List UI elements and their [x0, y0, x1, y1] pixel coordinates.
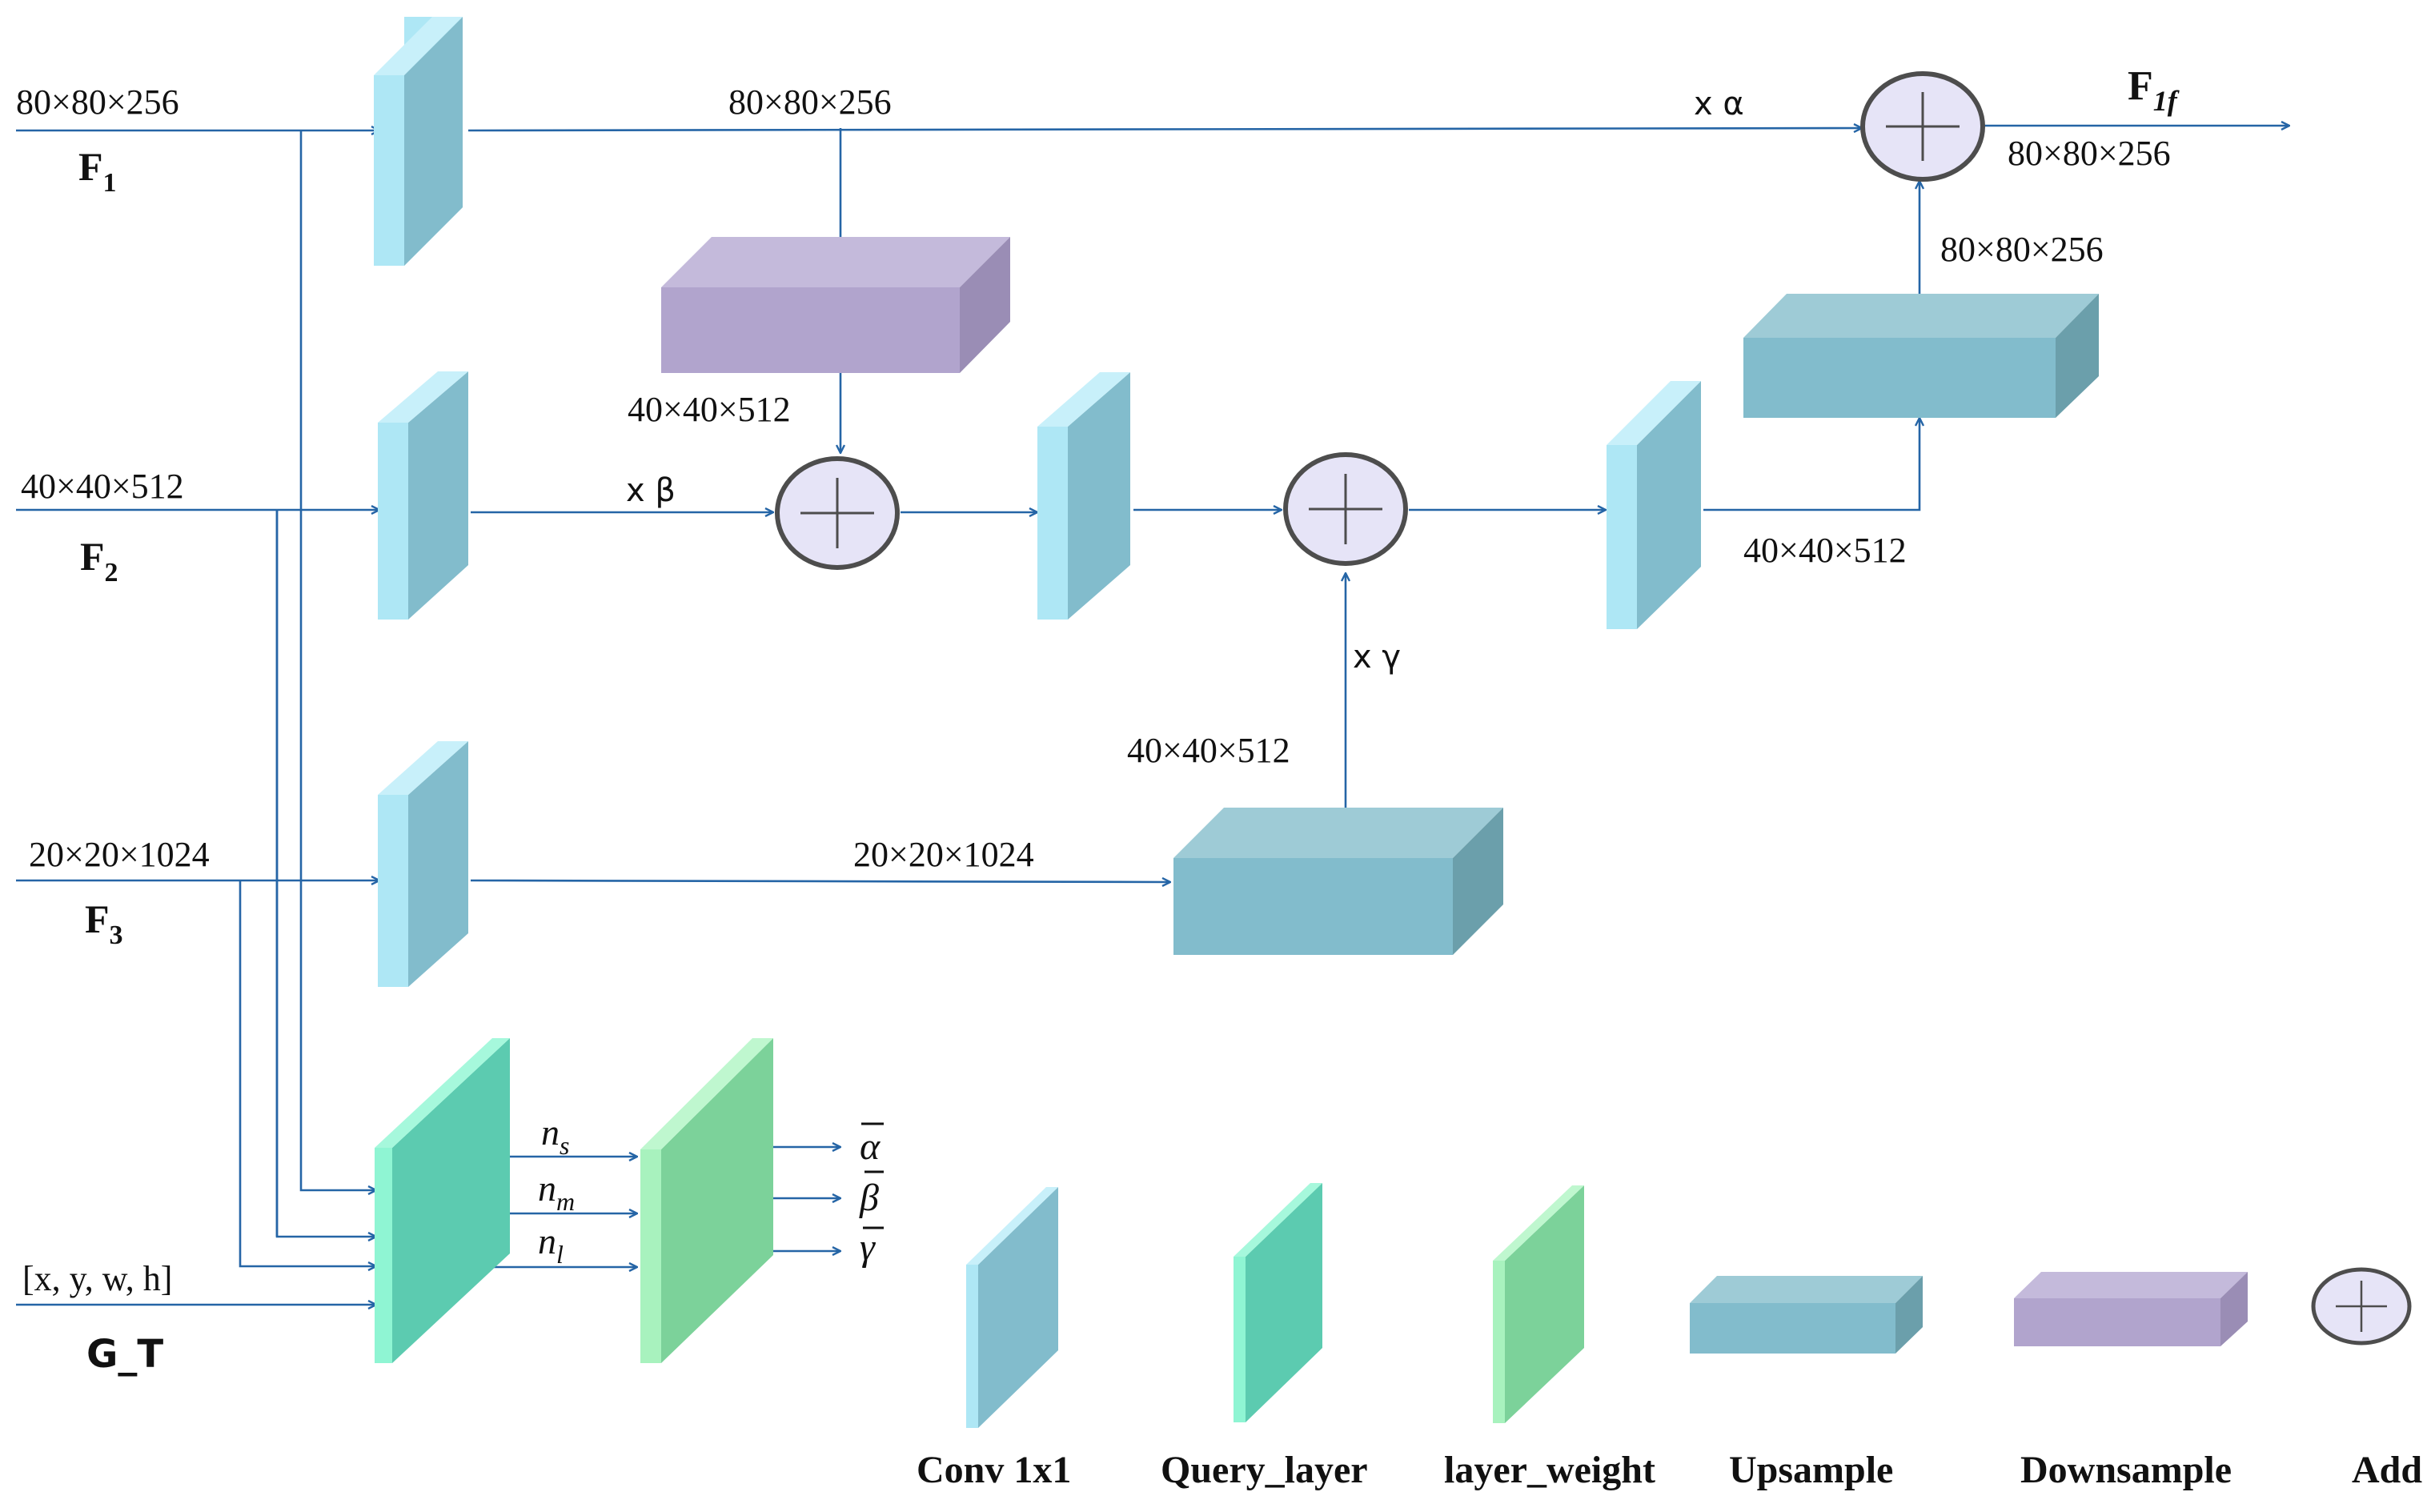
legend-downsample-label: Downsample [2020, 1449, 2232, 1491]
conv-top [378, 741, 468, 795]
f2-dims: 40×40×512 [21, 467, 184, 506]
arrow-f2-to-query [275, 510, 376, 1237]
conv-top [374, 17, 463, 75]
arrow-f3-to-upsample [470, 880, 1170, 882]
labels: 80×80×256 F1 40×40×512 F2 20×20×1024 F3 … [16, 63, 2180, 1377]
query-front [392, 1038, 510, 1363]
f2-label: F2 [80, 534, 118, 588]
legend-add-label: Add [2352, 1449, 2422, 1491]
up1-out-dims: 40×40×512 [1127, 731, 1290, 770]
legend-weight-icon [1493, 1185, 1584, 1423]
conv-top [1037, 372, 1130, 427]
upsample-side [1453, 808, 1503, 955]
conv-front [404, 17, 463, 266]
alpha-bar: α [860, 1125, 881, 1168]
conv-right [1607, 381, 1701, 629]
legend-add-icon [2311, 1267, 2412, 1346]
conv-front [408, 741, 468, 987]
gamma-bar: γ [860, 1226, 876, 1269]
downsample-side [960, 237, 1010, 373]
conv-left [378, 423, 408, 620]
up2-out-dims: 80×80×256 [1940, 230, 2104, 269]
upsample-block-top [1743, 294, 2099, 418]
layer-weight-block [640, 1038, 773, 1363]
arrow-f1-to-query [299, 130, 376, 1190]
downsample-out-dims: 40×40×512 [628, 390, 791, 429]
upsample-front [1743, 338, 2056, 418]
f3-label: F3 [85, 896, 123, 950]
conv-mid [1037, 372, 1130, 620]
legend-downsample-icon [2014, 1272, 2248, 1346]
output-label: F1f [2128, 63, 2180, 117]
beta-scale: x β [626, 472, 676, 509]
output-dims: 80×80×256 [2008, 134, 2171, 173]
conv-left [374, 75, 404, 266]
arrow-conv-to-upsample [1703, 418, 1920, 511]
legend-upsample-icon [1690, 1276, 1923, 1354]
weight-front [661, 1038, 773, 1363]
query-layer-block [375, 1038, 510, 1363]
query-left [375, 1148, 392, 1363]
upsample-front [1173, 858, 1453, 955]
conv-left [1037, 427, 1068, 620]
downsample-top [661, 237, 1010, 287]
downsample-front [661, 287, 960, 373]
conv-top [1607, 381, 1701, 445]
up2-in-dims: 40×40×512 [1743, 531, 1907, 570]
upsample-top [1743, 294, 2099, 338]
conv-left [1607, 445, 1637, 629]
conv-top [378, 371, 468, 423]
legend-conv-icon [966, 1187, 1058, 1428]
arrow-f3-to-query [239, 880, 376, 1266]
legend-upsample-label: Upsample [1729, 1449, 1893, 1491]
ns-label: ns [541, 1112, 569, 1160]
f1-dims: 80×80×256 [16, 82, 179, 122]
gt-box-label: [x, y, w, h] [22, 1259, 172, 1298]
nl-label: nl [538, 1221, 564, 1269]
beta-bar: β [859, 1177, 879, 1219]
gamma-scale: x γ [1353, 639, 1401, 676]
up1-in-dims: 20×20×1024 [853, 835, 1034, 874]
top-mid-dims: 80×80×256 [728, 82, 892, 122]
weight-left [640, 1149, 661, 1363]
weight-top [640, 1038, 773, 1149]
conv-f1 [374, 17, 463, 266]
gt-label: G_T [86, 1332, 163, 1377]
legend-conv-label: Conv 1x1 [917, 1449, 1071, 1491]
upsample-side [2056, 294, 2099, 418]
legend: Conv 1x1 Query_layer layer_weight Upsamp… [917, 1183, 2422, 1491]
add-node-top [1860, 71, 1985, 182]
conv-front [408, 371, 468, 620]
add-node-left [775, 456, 900, 570]
f3-dims: 20×20×1024 [29, 835, 210, 874]
legend-query-label: Query_layer [1161, 1449, 1368, 1491]
conv-front [1637, 381, 1701, 629]
conv-f2 [378, 371, 468, 620]
arrow-f1-to-add-top [467, 128, 1862, 130]
alpha-scale: x α [1694, 86, 1744, 122]
connectors [16, 126, 2289, 1305]
downsample-block [661, 237, 1010, 373]
f1-label: F1 [78, 144, 117, 198]
upsample-top [1173, 808, 1503, 858]
query-top [375, 1038, 510, 1148]
conv-front [1068, 372, 1130, 620]
legend-query-icon [1234, 1183, 1322, 1422]
conv-left [378, 795, 408, 987]
add-node-middle [1283, 452, 1408, 566]
nm-label: nm [538, 1168, 575, 1216]
conv-f3 [378, 741, 468, 987]
legend-weight-label: layer_weight [1444, 1449, 1655, 1491]
upsample-block-bottom [1173, 808, 1503, 955]
